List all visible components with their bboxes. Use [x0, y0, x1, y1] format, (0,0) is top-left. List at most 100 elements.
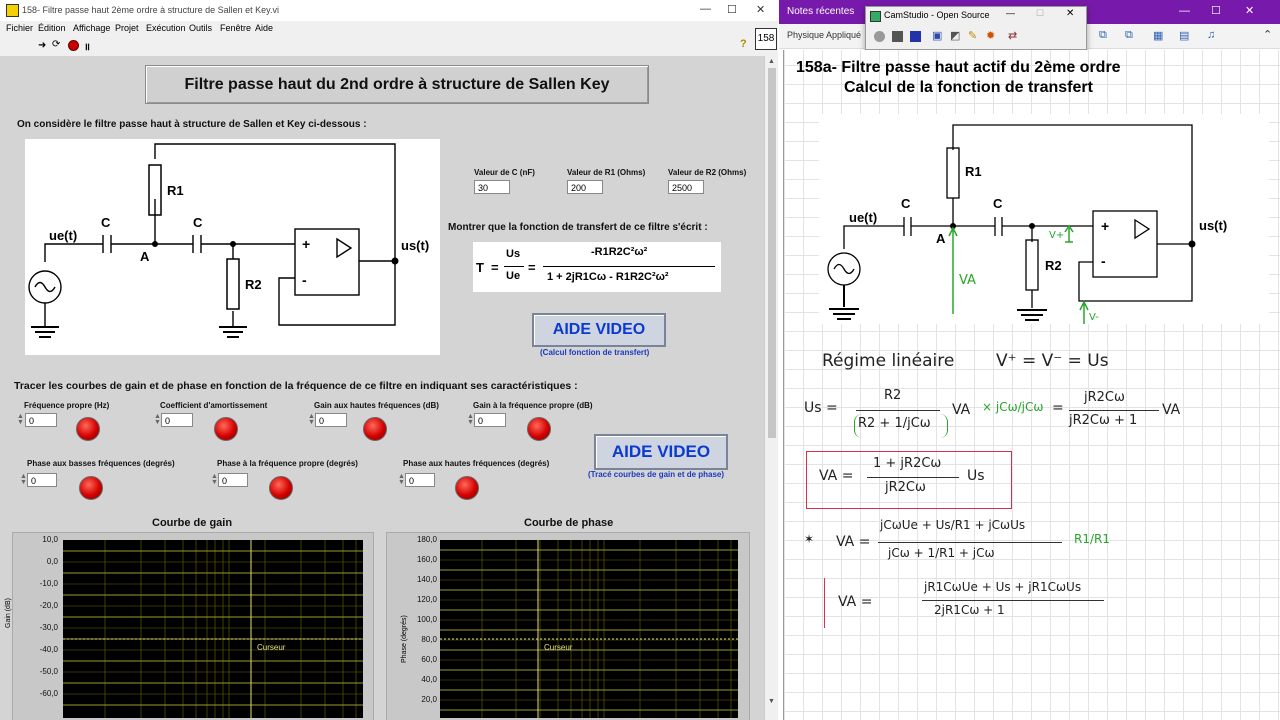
onenote-minimize-icon[interactable]: —: [1179, 5, 1190, 17]
phase-f0-led[interactable]: [269, 476, 293, 500]
scrollbar-thumb[interactable]: [768, 68, 776, 438]
phase-hf-input[interactable]: 0: [405, 473, 435, 487]
camstudio-close-icon[interactable]: ✕: [1066, 8, 1075, 19]
note-label-r1: R1: [965, 164, 982, 179]
menu-fenetre[interactable]: Fenêtre: [220, 23, 252, 33]
menu-edition[interactable]: Édition: [38, 23, 66, 33]
notebook-label[interactable]: Physique Appliqué: [787, 30, 862, 40]
amortissement-input[interactable]: 0: [161, 413, 193, 427]
pause-icon[interactable]: ॥: [84, 42, 90, 53]
bell-icon[interactable]: ♫: [1207, 29, 1216, 41]
note-label-ue: ue(t): [849, 210, 877, 225]
recent-notes-tab[interactable]: Notes récentes: [787, 6, 855, 17]
gain-hf-led[interactable]: [363, 417, 387, 441]
menu-outils[interactable]: Outils: [189, 23, 213, 33]
options-icon[interactable]: ◩: [950, 30, 961, 42]
help-icon[interactable]: ?: [740, 38, 747, 50]
toolbar-icon-c[interactable]: ▦: [1153, 30, 1164, 42]
run-continuous-icon[interactable]: ⟳: [52, 39, 61, 50]
freq-propre-led[interactable]: [76, 417, 100, 441]
aide-video-button-courbes[interactable]: AIDE VIDEO: [594, 434, 728, 470]
phase-chart: Phase (degrés) 180,0 160,0 140,0 120,0 1…: [386, 532, 750, 720]
minimize-icon[interactable]: —: [700, 3, 711, 15]
phase-tick: 160,0: [416, 555, 437, 564]
eq3-den: jCω + 1/R1 + jCω: [888, 546, 995, 560]
labview-window: 158- Filtre passe haut 2ème ordre à stru…: [0, 0, 778, 720]
menu-aide[interactable]: Aide: [255, 23, 274, 33]
gain-f0-led[interactable]: [527, 417, 551, 441]
pause-rec-icon[interactable]: [892, 31, 903, 42]
formula-eq1: =: [491, 260, 499, 275]
menu-fichier[interactable]: Fichier: [6, 23, 34, 33]
eq1-rhs: VA: [1162, 402, 1181, 418]
gain-plot-grid: Curseur: [63, 540, 363, 718]
eq1-num: R2: [884, 388, 902, 403]
phase-plot-area[interactable]: Curseur: [440, 540, 738, 718]
param-r2-input[interactable]: 2500: [668, 180, 704, 194]
toolbar-icon-d[interactable]: ▤: [1179, 30, 1190, 42]
record-icon[interactable]: [874, 31, 885, 42]
gain-plot-area[interactable]: Curseur: [63, 540, 363, 718]
label-c1: C: [101, 215, 111, 230]
abort-icon[interactable]: [68, 40, 79, 51]
aide-video-sub-1: (Calcul fonction de transfert): [540, 348, 650, 357]
eq1-den-bracket: [854, 414, 948, 438]
param-c-input[interactable]: 30: [474, 180, 510, 194]
label-node-a: A: [140, 249, 150, 264]
param-r1-input[interactable]: 200: [567, 180, 603, 194]
aide-video-button-transfer[interactable]: AIDE VIDEO: [532, 313, 666, 347]
amortissement-spinner[interactable]: ▲▼: [154, 413, 161, 426]
circuit-svg: + - ue(t) us(t) C C R1 R2 A: [28, 143, 429, 338]
eq1-lhs: Us =: [804, 400, 838, 416]
gain-f0-input[interactable]: 0: [474, 413, 506, 427]
onenote-window: Notes récentes — ☐ ✕ Physique Appliqué ⧉…: [779, 0, 1280, 720]
vertical-scrollbar[interactable]: ▲ ▼: [764, 56, 778, 720]
amortissement-led[interactable]: [214, 417, 238, 441]
phase-hf-spinner[interactable]: ▲▼: [398, 473, 405, 486]
toolbar-icon-a[interactable]: ⧉: [1099, 29, 1107, 41]
phase-bf-input[interactable]: 0: [27, 473, 57, 487]
phase-f0-spinner[interactable]: ▲▼: [211, 473, 218, 486]
param-r2-label: Valeur de R2 (Ohms): [668, 168, 747, 177]
scroll-down-icon[interactable]: ▼: [768, 698, 775, 705]
menu-execution[interactable]: Exécution: [146, 23, 186, 33]
eq1-num2: jR2Cω: [1084, 390, 1125, 405]
phase-hf-led[interactable]: [455, 476, 479, 500]
scroll-up-icon[interactable]: ▲: [768, 58, 775, 65]
maximize-icon[interactable]: ☐: [727, 4, 737, 16]
phase-f0-input[interactable]: 0: [218, 473, 248, 487]
eq3-mul: R1/R1: [1074, 532, 1110, 546]
note-page[interactable]: 158a- Filtre passe haut actif du 2ème or…: [783, 50, 1280, 720]
stop-rec-icon[interactable]: [910, 31, 921, 42]
close-icon[interactable]: ✕: [756, 4, 766, 16]
annotate-icon[interactable]: ✎: [968, 30, 978, 42]
box-den: jR2Cω: [885, 480, 926, 495]
gain-f0-spinner[interactable]: ▲▼: [467, 413, 474, 426]
regime-lineaire: Régime linéaire: [822, 351, 955, 371]
gain-hf-spinner[interactable]: ▲▼: [308, 413, 315, 426]
onenote-maximize-icon[interactable]: ☐: [1211, 5, 1221, 17]
gain-chart: Gain (dB) 10,0 0,0 -10,0 -20,0 -30,0 -40…: [5, 532, 374, 720]
camstudio-maximize-icon[interactable]: ☐: [1036, 8, 1045, 18]
swap-icon[interactable]: ⇄: [1008, 30, 1018, 42]
run-arrow-icon[interactable]: ➜: [38, 40, 47, 51]
note-vplus-green: V+: [1049, 230, 1064, 241]
camstudio-minimize-icon[interactable]: —: [1006, 8, 1015, 18]
menu-affichage[interactable]: Affichage: [73, 23, 111, 33]
toolbar-icon-b[interactable]: ⧉: [1125, 29, 1133, 41]
freq-propre-input[interactable]: 0: [25, 413, 57, 427]
eq4-num: jR1CωUe + Us + jR1CωUs: [924, 580, 1082, 594]
menu-projet[interactable]: Projet: [115, 23, 139, 33]
freq-propre-spinner[interactable]: ▲▼: [17, 413, 24, 426]
collapse-icon[interactable]: ⌃: [1263, 29, 1273, 41]
box-rhs: Us: [967, 468, 985, 484]
phase-bf-led[interactable]: [79, 476, 103, 500]
settings-icon[interactable]: ✹: [986, 30, 996, 42]
phase-bf-spinner[interactable]: ▲▼: [20, 473, 27, 486]
gain-hf-input[interactable]: 0: [315, 413, 347, 427]
formula-lhs: T: [476, 260, 484, 275]
onenote-close-icon[interactable]: ✕: [1245, 5, 1255, 17]
region-icon[interactable]: ▣: [932, 30, 943, 42]
aide-video-sub-2: (Tracé courbes de gain et de phase): [588, 470, 725, 479]
eq3-lhs: VA =: [836, 534, 871, 550]
